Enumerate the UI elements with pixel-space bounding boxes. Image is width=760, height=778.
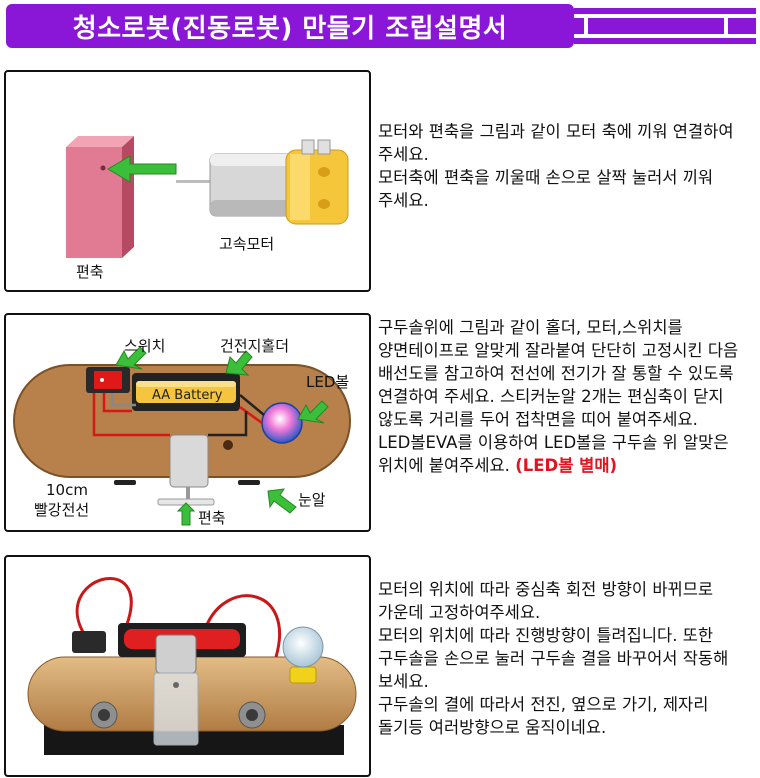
led-ball-part: [261, 402, 303, 444]
motor-part: [155, 634, 197, 674]
title-banner: 청소로봇(진동로봇) 만들기 조립설명서: [6, 4, 574, 48]
motor-part: [157, 434, 215, 506]
led-sold-separately-note: (LED볼 별매): [515, 456, 618, 475]
motor-label: 고속모터: [219, 235, 274, 253]
wire-label: 빨강전선: [34, 501, 89, 519]
step3-photo: [4, 555, 371, 777]
eccentric-label: 편축: [198, 509, 226, 527]
eyes-label: 눈알: [298, 491, 326, 509]
step2-body: 구두솔위에 그림과 같이 홀더, 모터,스위치를 양면테이프로 알맞게 잘라붙여…: [378, 318, 744, 475]
page-title: 청소로봇(진동로봇) 만들기 조립설명서: [72, 13, 508, 44]
led-label: LED볼: [306, 373, 349, 391]
step3-instructions: 모터의 위치에 따라 중심축 회전 방향이 바뀌므로 가운데 고정하여주세요. …: [378, 580, 729, 737]
step2-instructions: 구두솔위에 그림과 같이 홀더, 모터,스위치를 양면테이프로 알맞게 잘라붙여…: [378, 316, 752, 477]
eye-sticker: [114, 480, 136, 485]
switch-part: [86, 367, 130, 393]
wire-loop: [75, 577, 133, 638]
pointer-arrows: [115, 346, 329, 526]
battery-label: AA Battery: [152, 388, 223, 403]
holder-label: 건전지홀더: [220, 337, 289, 355]
eccentric-label: 편축: [76, 263, 104, 281]
switch-label: 스위치: [124, 337, 165, 355]
led-ball-part: [282, 626, 324, 668]
step2-illustration: AA Battery 스위치 건전지홀: [4, 313, 371, 532]
battery-holder-part: AA Battery: [132, 373, 240, 411]
decorative-rails: [574, 8, 756, 44]
wire-length-label: 10cm: [46, 481, 88, 499]
switch-part: [72, 631, 106, 653]
motor-part: [176, 139, 349, 225]
wiring: [92, 393, 265, 437]
step1-illustration: 편축 고속모터: [4, 70, 371, 292]
eye-sticker: [238, 480, 260, 485]
eccentric-plate: [153, 672, 199, 746]
step1-instructions: 모터와 편축을 그림과 같이 모터 축에 끼워 연결하여 주세요. 모터축에 편…: [378, 122, 734, 210]
eccentric-weight-part: [66, 136, 134, 258]
insert-arrow-icon: [107, 155, 177, 183]
